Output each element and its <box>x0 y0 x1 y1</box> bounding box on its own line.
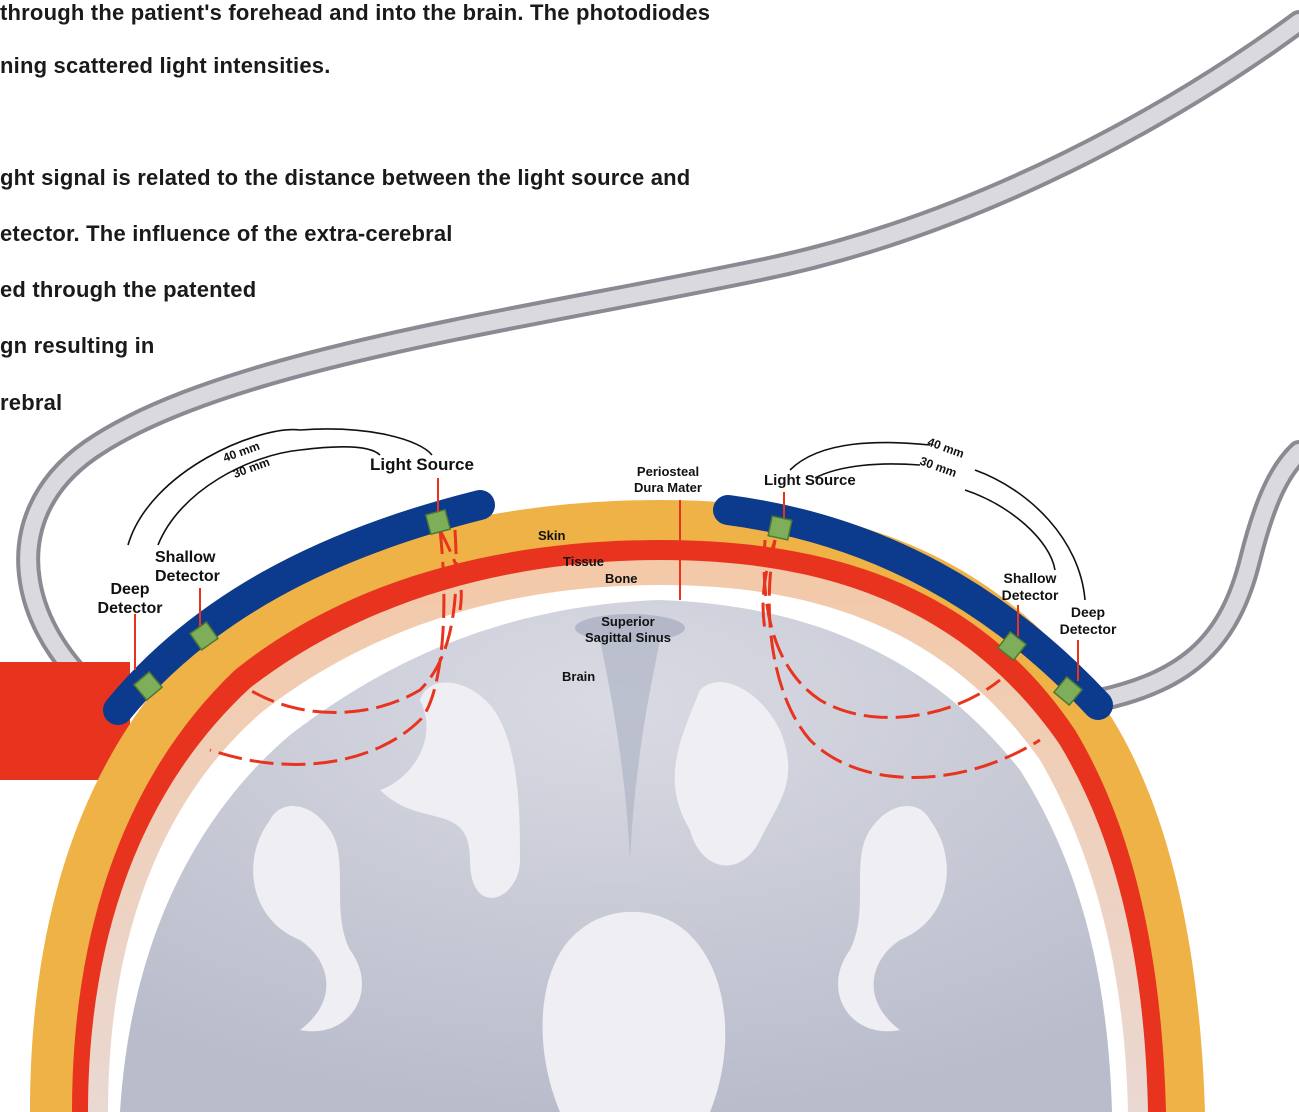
tissue-label: Tissue <box>563 554 604 569</box>
brain-label: Brain <box>562 669 595 684</box>
bone-label: Bone <box>605 571 638 586</box>
light-source-left-label: Light Source <box>370 455 474 474</box>
light-source-right-square <box>768 516 792 540</box>
skin-label: Skin <box>538 528 566 543</box>
light-source-right-label: Light Source <box>764 472 856 489</box>
light-source-left-square <box>426 510 450 534</box>
dist-30-right-label: 30 mm <box>918 454 959 480</box>
